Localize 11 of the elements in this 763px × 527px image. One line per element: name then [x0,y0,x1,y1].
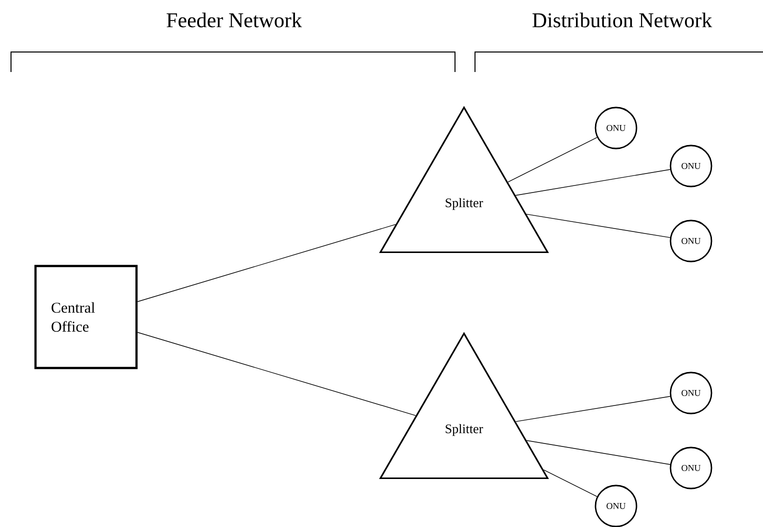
section-heading: Feeder Network [166,12,302,28]
connector-line [526,440,670,465]
connector-line [515,169,670,196]
connector-line [137,332,416,416]
connector-line [137,224,396,302]
connector-line [515,396,670,422]
office-box: Central Office [34,264,138,370]
connector-line [543,469,598,497]
section-heading: Distribution Network [532,12,712,28]
connector-line [526,214,670,238]
connector-line [508,137,598,182]
